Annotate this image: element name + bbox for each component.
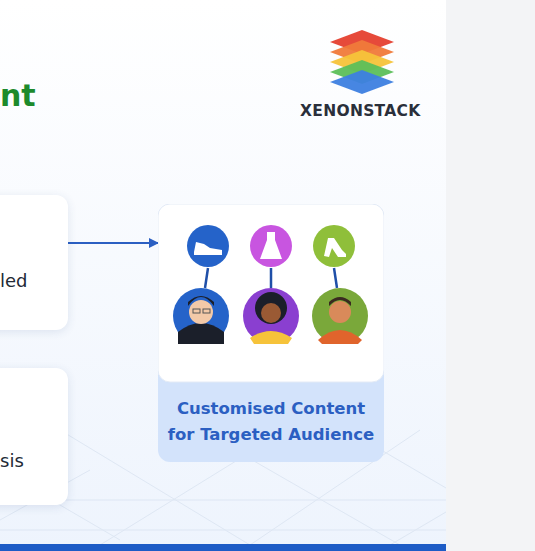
logo-wordmark: XENONSTACK [300,102,421,120]
process-box: led [0,195,68,330]
content-card: Customised Content for Targeted Audience [158,204,384,462]
process-box: sis [0,368,68,505]
card-caption: Customised Content for Targeted Audience [158,396,384,448]
box-label: sis [0,450,24,471]
flow-arrow [68,242,158,244]
box-label: led [0,270,28,291]
audience-illustration [158,204,384,462]
title-fragment: nt [0,78,36,113]
